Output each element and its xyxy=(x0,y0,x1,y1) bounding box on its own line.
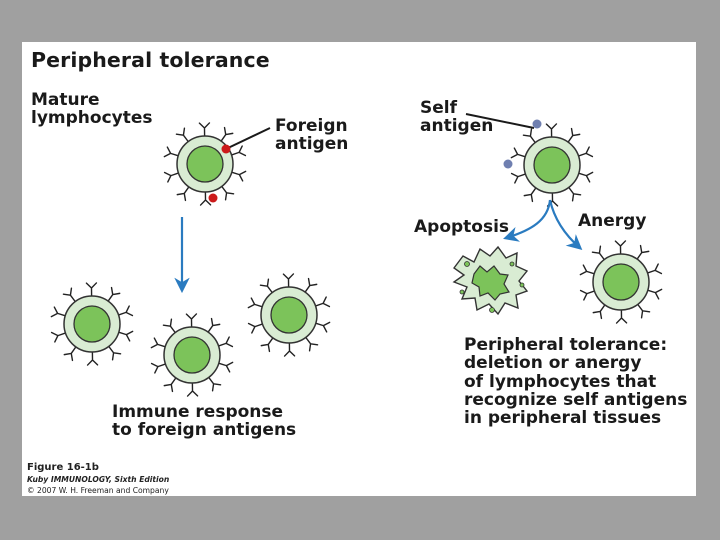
copyright: © 2007 W. H. Freeman and Company xyxy=(27,486,169,495)
anergy-label: Anergy xyxy=(578,211,647,231)
mature-lymphocyte xyxy=(163,122,247,206)
foreign-antigen-pointer xyxy=(227,127,271,149)
apoptosis-label: Apoptosis xyxy=(414,217,510,237)
self-antigen-dot xyxy=(532,119,542,129)
self-antigen-pointer xyxy=(465,113,535,129)
title: Peripheral tolerance xyxy=(31,48,270,72)
immune-response-label: Immune response to foreign antigens xyxy=(112,402,297,440)
mature-lymphocytes-label: Mature lymphocytes xyxy=(31,90,153,128)
slide: Peripheral tolerance Mature lymphocytes … xyxy=(22,42,696,496)
responding-lymphocyte xyxy=(247,273,331,357)
anergic-lymphocyte xyxy=(579,240,663,324)
figure-number: Figure 16-1b xyxy=(27,462,99,473)
book-title: Kuby IMMUNOLOGY, Sixth Edition xyxy=(27,475,170,484)
self-antigen-label: Self antigen xyxy=(420,98,494,136)
peripheral-tolerance-description: Peripheral tolerance: deletion or anergy… xyxy=(464,335,688,429)
foreign-antigen-dot xyxy=(208,193,218,203)
apoptotic-cell xyxy=(452,245,529,316)
arrow-anergy xyxy=(548,199,583,251)
diagram xyxy=(50,113,663,397)
arrow-apoptosis xyxy=(503,199,552,242)
self-reactive-lymphocyte xyxy=(510,123,594,207)
foreign-antigen-label: Foreign antigen xyxy=(275,116,349,154)
responding-lymphocyte xyxy=(150,313,234,397)
self-antigen-dot xyxy=(503,159,513,169)
foreign-antigen-dot xyxy=(221,144,231,154)
responding-lymphocyte xyxy=(50,282,134,366)
